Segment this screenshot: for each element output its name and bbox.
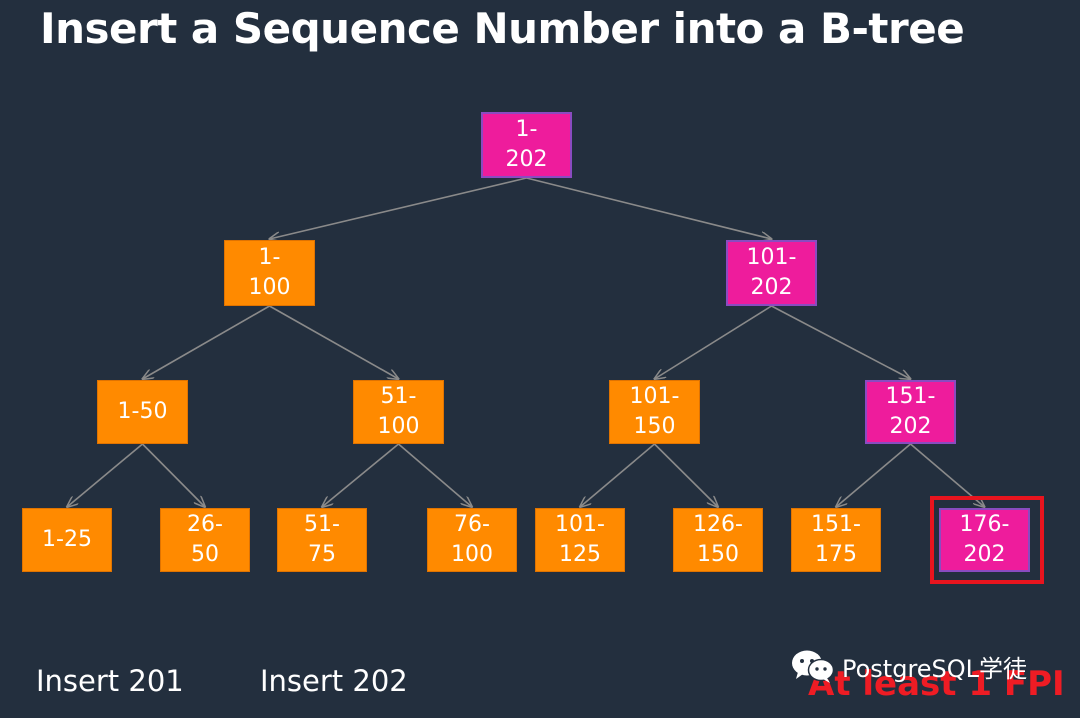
- btree-node-101-202: 101- 202: [726, 240, 817, 306]
- edge-1-202-to-101-202: [526, 177, 772, 239]
- edge-1-202-to-1-100: [270, 177, 527, 239]
- btree-node-176-202: 176- 202: [939, 508, 1030, 572]
- edge-51-100-to-76-100: [397, 443, 473, 507]
- edge-1-100-to-51-100: [269, 305, 399, 379]
- fpi-overlay-text: At least 1 FPI: [808, 664, 1065, 704]
- watermark: PostgreSQL学徒: [790, 648, 1027, 684]
- wechat-logo-icon: [792, 650, 835, 683]
- edge-101-202-to-151-202: [771, 305, 911, 379]
- btree-node-101-150: 101- 150: [609, 380, 700, 444]
- edge-151-202-to-151-175: [836, 443, 912, 507]
- edge-101-202-to-101-150: [655, 305, 772, 379]
- btree-node-1-100: 1- 100: [224, 240, 315, 306]
- btree-node-76-100: 76- 100: [427, 508, 517, 572]
- btree-node-51-75: 51- 75: [277, 508, 367, 572]
- caption-insert-202: Insert 202: [260, 664, 408, 698]
- btree-node-1-202: 1- 202: [481, 112, 572, 178]
- caption-insert-201: Insert 201: [36, 664, 184, 698]
- highlight-box: [930, 496, 1044, 584]
- edge-1-50-to-1-25: [67, 443, 144, 507]
- btree-node-126-150: 126- 150: [673, 508, 763, 572]
- btree-node-51-100: 51- 100: [353, 380, 444, 444]
- edge-1-50-to-26-50: [141, 443, 206, 507]
- watermark-text: PostgreSQL学徒: [842, 654, 1028, 683]
- btree-node-1-25: 1-25: [22, 508, 112, 572]
- btree-node-26-50: 26- 50: [160, 508, 250, 572]
- btree-node-1-50: 1-50: [97, 380, 188, 444]
- btree-node-151-202: 151- 202: [865, 380, 956, 444]
- edge-51-100-to-51-75: [322, 443, 400, 507]
- btree-node-101-125: 101- 125: [535, 508, 625, 572]
- edge-101-150-to-101-125: [580, 443, 656, 507]
- edge-1-100-to-1-50: [143, 305, 270, 379]
- slide-title: Insert a Sequence Number into a B-tree: [40, 4, 965, 53]
- btree-node-151-175: 151- 175: [791, 508, 881, 572]
- edge-101-150-to-126-150: [653, 443, 719, 507]
